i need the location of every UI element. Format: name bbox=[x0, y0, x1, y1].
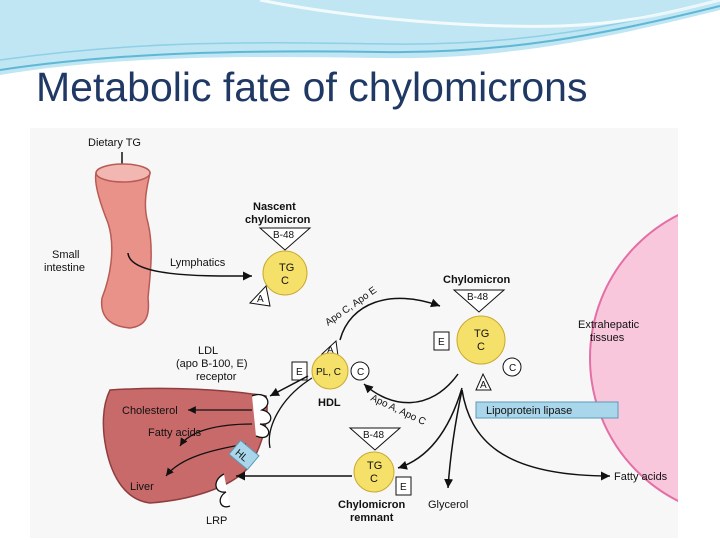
extrahepatic-label-2: tissues bbox=[590, 332, 625, 344]
receptor-coil-lrp bbox=[215, 473, 231, 508]
ldl-receptor-label-1: LDL bbox=[198, 345, 218, 357]
decorative-banner bbox=[0, 0, 720, 75]
glycerol-arrow bbox=[444, 389, 463, 489]
apo-a-apo-c-label: Apo A, Apo C bbox=[369, 393, 428, 428]
lipoprotein-lipase-label: Lipoprotein lipase bbox=[486, 405, 572, 417]
chylomicron-particle bbox=[456, 315, 506, 365]
lipoprotein-lipase-box bbox=[475, 401, 619, 419]
chylomicron-apo-e-box bbox=[433, 331, 450, 351]
nascent-apo-a bbox=[248, 284, 271, 307]
nascent-chylomicron-particle bbox=[262, 250, 308, 296]
small-intestine-shape bbox=[94, 172, 152, 329]
chylomicron-remnant-label-1: Chylomicron bbox=[338, 499, 406, 511]
remnant-c-label: C bbox=[370, 473, 378, 485]
hdl-label: HDL bbox=[318, 397, 341, 409]
chylomicron-c-label: C bbox=[477, 341, 485, 353]
hdl-to-liver-arrow bbox=[268, 377, 313, 449]
liver-label: Liver bbox=[130, 481, 154, 493]
chylomicron-to-remnant-arrow bbox=[397, 387, 463, 470]
chylomicron-apo-a-label: A bbox=[480, 380, 487, 391]
ldl-receptor-arrow bbox=[269, 375, 309, 397]
hdl-apo-c-circle bbox=[350, 361, 370, 381]
dietary-tg-label: Dietary TG bbox=[88, 137, 141, 149]
remnant-tg-label: TG bbox=[367, 460, 382, 472]
chylomicron-remnant-particle bbox=[353, 451, 395, 493]
cholesterol-label: Cholesterol bbox=[122, 405, 178, 417]
extrahepatic-tissue-cell bbox=[589, 214, 678, 502]
lrp-label: LRP bbox=[206, 515, 227, 527]
hdl-apo-e-label: E bbox=[296, 367, 303, 378]
apo-c-apo-e-transfer-arrow bbox=[339, 297, 441, 341]
fatty-acids-arrow bbox=[179, 423, 253, 447]
chylomicron-apo-c-label: C bbox=[509, 363, 516, 374]
chylomicron-remnant-label-2: remnant bbox=[350, 512, 394, 524]
chylomicron-label: Chylomicron bbox=[443, 274, 511, 286]
remnant-apo-e-box bbox=[395, 476, 412, 496]
banner-wave-line-2 bbox=[0, 0, 720, 61]
lymphatics-label: Lymphatics bbox=[170, 257, 226, 269]
banner-wave-fill bbox=[0, 0, 720, 75]
fatty-acids-out-label: Fatty acids bbox=[614, 471, 668, 483]
chylomicron-b48-apoprotein bbox=[452, 289, 506, 313]
chylomicron-apo-c-circle bbox=[502, 357, 522, 377]
ldl-receptor-label-2: (apo B-100, E) bbox=[176, 358, 248, 370]
banner-wave-line-1 bbox=[0, 5, 720, 71]
apo-c-apo-e-label: Apo C, Apo E bbox=[323, 285, 379, 329]
apo-a-apo-c-transfer-arrow bbox=[363, 373, 459, 404]
remnant-b48-apoprotein bbox=[348, 427, 402, 451]
small-intestine-opening bbox=[95, 163, 151, 183]
extrahepatic-label-1: Extrahepatic bbox=[578, 319, 640, 331]
chylomicron-apo-e-label: E bbox=[438, 337, 445, 348]
glycerol-label: Glycerol bbox=[428, 499, 468, 511]
small-intestine-label-1: Small bbox=[52, 249, 80, 261]
fatty-acids-out-arrow bbox=[461, 389, 611, 481]
chylomicron-metabolism-diagram: Extrahepatic tissues Dietary TG Small in… bbox=[30, 128, 678, 538]
fatty-acids-liver-label: Fatty acids bbox=[148, 427, 202, 439]
small-intestine-label-2: intestine bbox=[44, 262, 85, 274]
nascent-tg-label: TG bbox=[279, 262, 294, 274]
nascent-b48-label: B-48 bbox=[273, 230, 295, 241]
hdl-particle bbox=[311, 352, 349, 390]
chylomicron-tg-label: TG bbox=[474, 328, 489, 340]
chylomicron-apo-a bbox=[475, 372, 492, 391]
lymphatics-arrow bbox=[127, 252, 253, 281]
nascent-apo-a-label: A bbox=[257, 294, 264, 305]
nascent-b48-apoprotein bbox=[258, 227, 312, 251]
hdl-pl-c-label: PL, C bbox=[316, 367, 341, 378]
nascent-chylomicron-label-1: Nascent bbox=[253, 201, 296, 213]
remnant-b48-label: B-48 bbox=[363, 430, 385, 441]
remnant-apo-e-label: E bbox=[400, 482, 407, 493]
hdl-apo-c-label: C bbox=[357, 367, 364, 378]
nascent-chylomicron-label-2: chylomicron bbox=[245, 214, 311, 226]
chylomicron-b48-label: B-48 bbox=[467, 292, 489, 303]
hdl-apo-a-label: A bbox=[327, 345, 334, 356]
slide-title: Metabolic fate of chylomicrons bbox=[36, 64, 588, 110]
ldl-receptor-label-3: receptor bbox=[196, 371, 237, 383]
receptor-coil-ldl bbox=[251, 393, 272, 439]
banner-wave-line-3 bbox=[259, 0, 720, 28]
nascent-c-label: C bbox=[281, 275, 289, 287]
hepatic-lipase-box bbox=[228, 439, 260, 471]
